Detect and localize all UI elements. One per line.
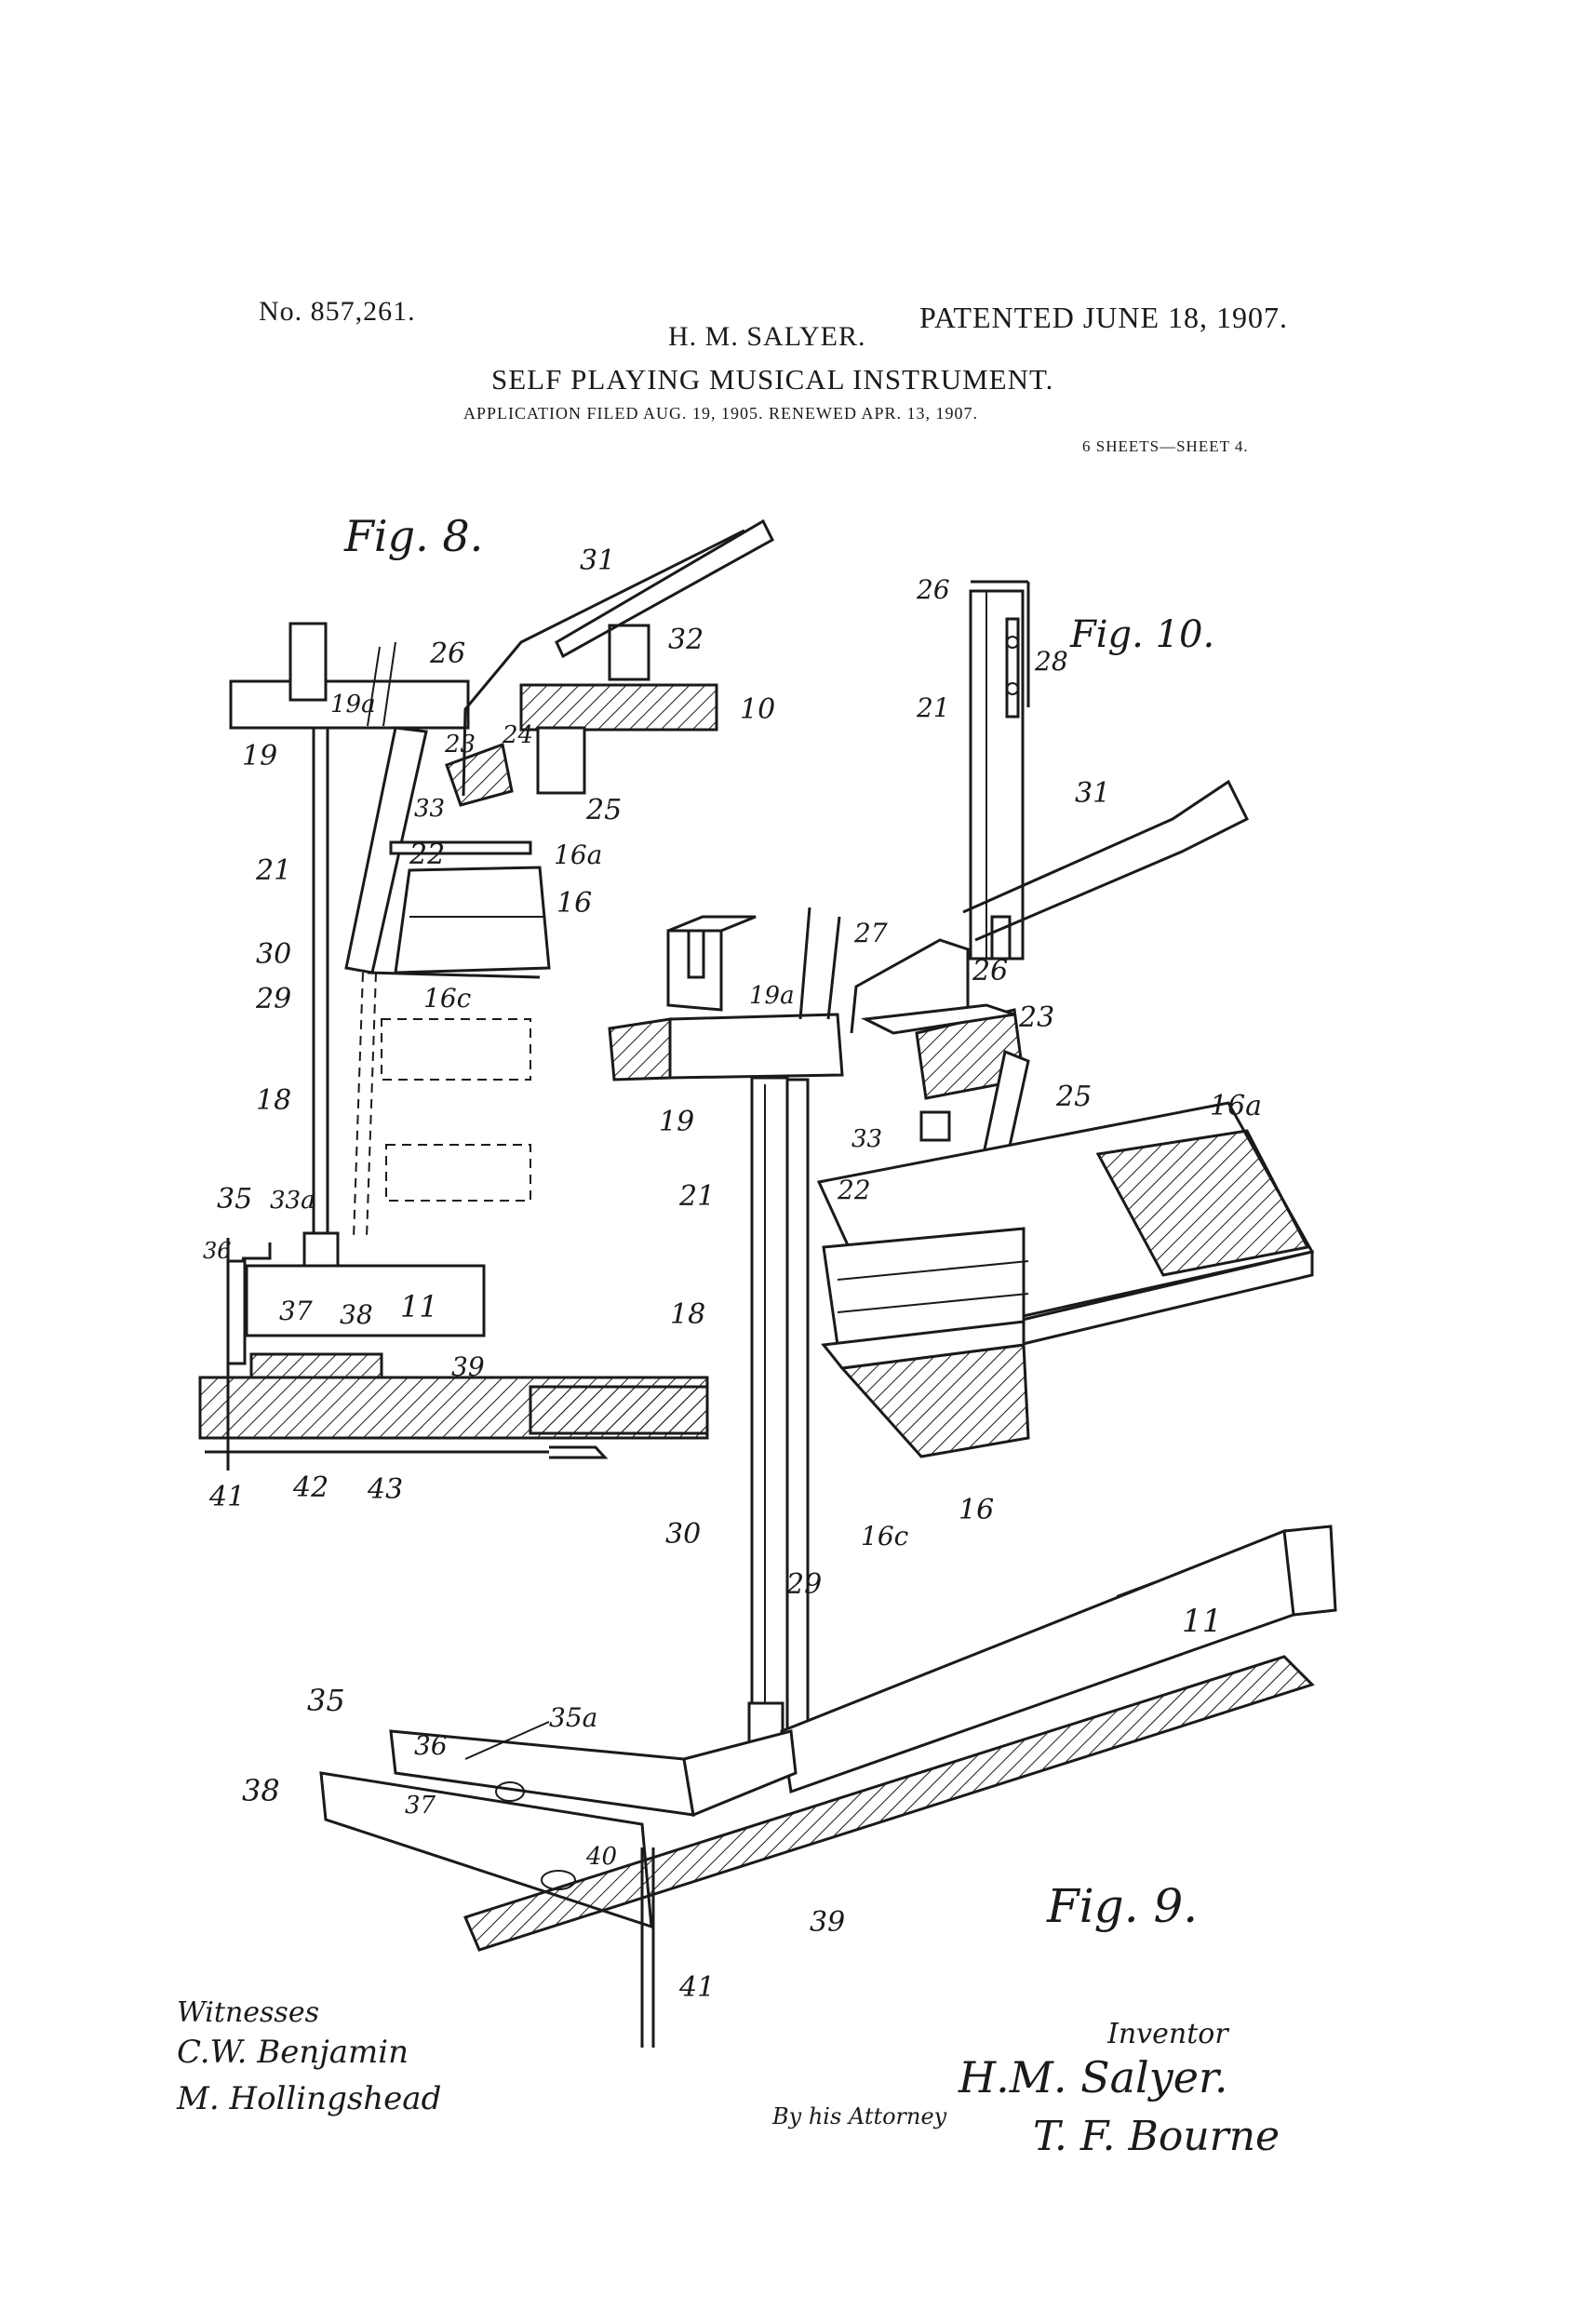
ref-label: 16 (959, 1494, 994, 1526)
inventor-name: H. M. SALYER. (668, 321, 866, 352)
ref-label: 10 (740, 693, 775, 726)
witness-signature-2: M. Hollingshead (177, 2080, 442, 2117)
ref-label: 19a (330, 691, 376, 719)
ref-label: 27 (853, 918, 888, 948)
ref-label: 23 (444, 731, 476, 759)
fig8-title: Fig. 8. (343, 511, 483, 561)
ref-label: 38 (242, 1773, 280, 1808)
ref-label: 39 (810, 1906, 845, 1939)
ref-label: 11 (1182, 1603, 1222, 1640)
ref-label: 35 (307, 1683, 345, 1718)
ref-label: 21 (916, 692, 950, 723)
ref-label: 22 (837, 1175, 871, 1205)
ref-label: 37 (279, 1296, 313, 1326)
attorney-signature: T. F. Bourne (1033, 2113, 1280, 2160)
ref-label: 21 (255, 854, 291, 887)
ref-label: 36 (414, 1730, 448, 1761)
ref-label: 31 (580, 544, 615, 577)
ref-label: 26 (429, 638, 465, 670)
ref-label: 29 (785, 1568, 822, 1601)
ref-label: 26 (972, 955, 1008, 987)
ref-label: 38 (340, 1299, 373, 1330)
fig10-title: Fig. 10. (1069, 613, 1214, 656)
fig9-title: Fig. 9. (1046, 1879, 1198, 1933)
ref-label: 30 (256, 938, 291, 971)
ref-label: 32 (668, 624, 704, 656)
figure-10-drawing (969, 580, 1030, 960)
ref-label: 40 (585, 1843, 617, 1871)
witnesses-label: Witnesses (177, 1996, 319, 2029)
ref-label: 19 (659, 1106, 694, 1138)
ref-label: 16c (861, 1521, 909, 1552)
ref-label: 16a (1210, 1090, 1262, 1122)
patented-date: PATENTED JUNE 18, 1907. (919, 301, 1289, 334)
patent-number: No. 857,261. (259, 296, 416, 327)
ref-label: 37 (405, 1792, 436, 1820)
ref-label: 25 (585, 794, 622, 826)
ref-label: 41 (208, 1481, 245, 1513)
ref-label: 43 (367, 1473, 403, 1506)
ref-label: 19 (242, 740, 277, 772)
ref-label: 24 (502, 721, 533, 749)
ref-label: 41 (678, 1971, 715, 2004)
ref-label: 31 (1075, 777, 1110, 810)
ref-label: 18 (670, 1298, 705, 1331)
ref-label: 16a (554, 840, 602, 870)
ref-label: 26 (916, 574, 950, 605)
attorney-label: By his Attorney (772, 2103, 947, 2129)
ref-label: 30 (665, 1518, 701, 1551)
ref-label: 19a (749, 982, 795, 1010)
ref-label: 25 (1055, 1081, 1092, 1113)
application-info: APPLICATION FILED AUG. 19, 1905. RENEWED… (463, 404, 979, 423)
ref-label: 23 (1018, 1001, 1054, 1034)
ref-label: 16c (423, 983, 472, 1014)
ref-label: 21 (678, 1180, 715, 1213)
ref-label: 35a (549, 1702, 597, 1733)
ref-label: 42 (292, 1471, 328, 1504)
patent-title: SELF PLAYING MUSICAL INSTRUMENT. (491, 363, 1054, 396)
figure-9-drawing (319, 779, 1337, 2048)
ref-label: 33 (851, 1125, 882, 1153)
inventor-label: Inventor (1107, 2018, 1228, 2050)
ref-label: 35 (217, 1183, 252, 1216)
ref-label: 11 (400, 1289, 438, 1324)
ref-label: 22 (409, 839, 445, 871)
ref-label: 36 (203, 1238, 232, 1264)
ref-label: 16 (556, 887, 592, 920)
ref-label: 39 (451, 1351, 485, 1382)
figure-8-drawing (198, 518, 774, 1471)
witness-signature-1: C.W. Benjamin (177, 2034, 409, 2071)
ref-label: 28 (1034, 646, 1068, 677)
ref-label: 33 (414, 795, 445, 823)
sheet-info: 6 SHEETS—SHEET 4. (1082, 437, 1249, 455)
inventor-signature: H.M. Salyer. (959, 2052, 1228, 2102)
ref-label: 33a (270, 1187, 315, 1215)
ref-label: 29 (255, 983, 291, 1015)
ref-label: 18 (256, 1084, 291, 1117)
